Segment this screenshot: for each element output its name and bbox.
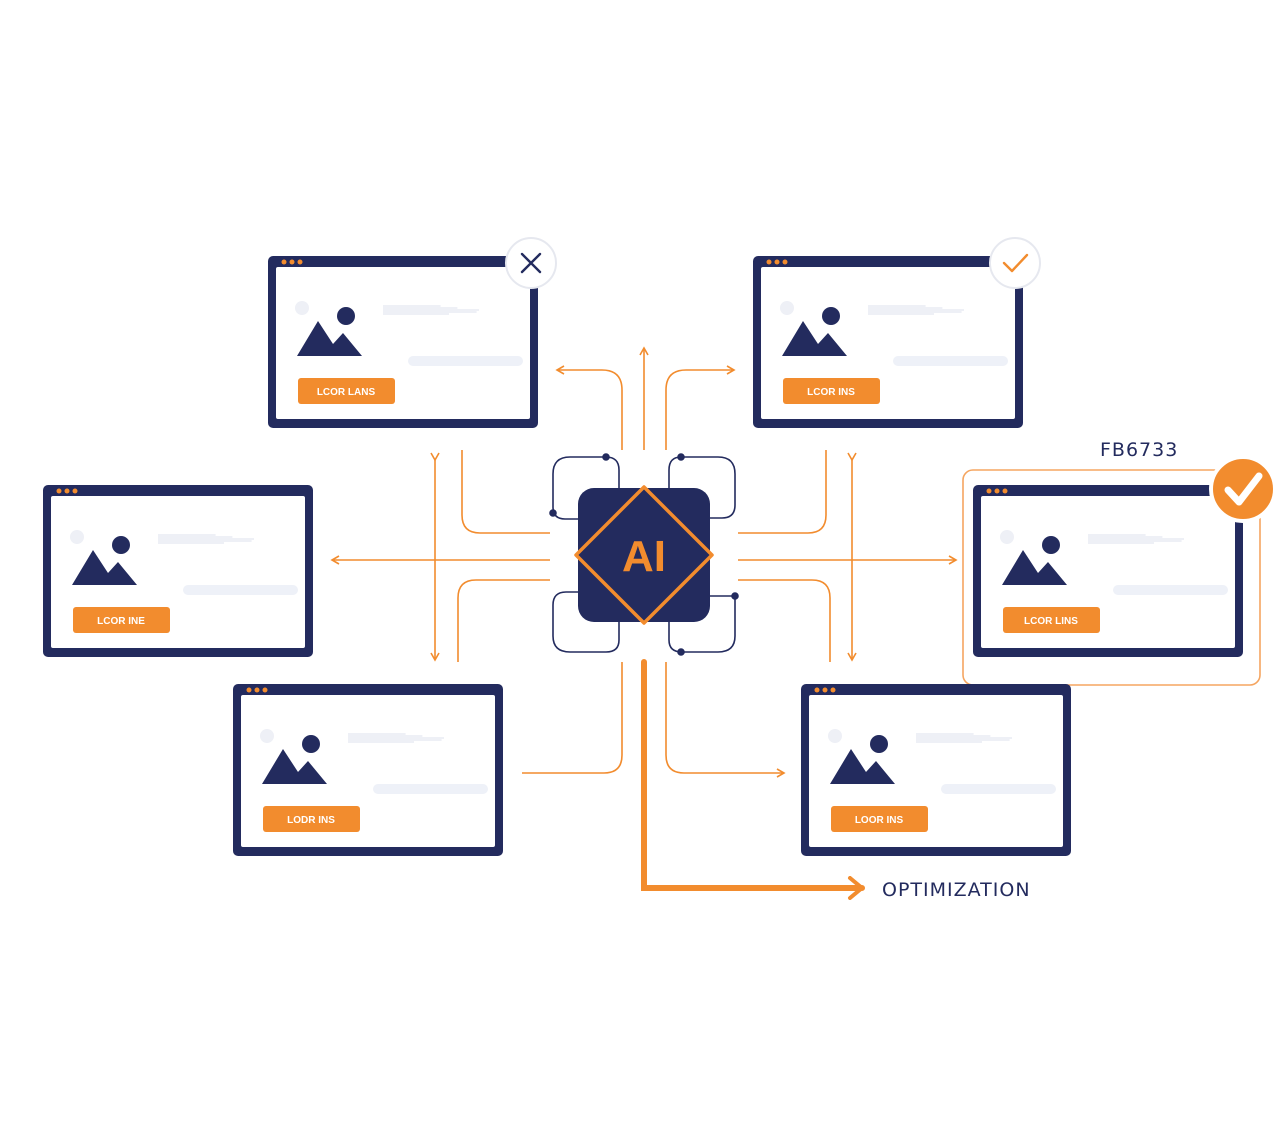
card-button-label: LCOR INE [97, 616, 145, 627]
text-placeholder-lines [1088, 534, 1184, 544]
browser-card-right: LCOR LINS [973, 485, 1243, 657]
check-icon [1002, 253, 1029, 273]
window-dot-icon [297, 259, 303, 265]
placeholder-bar [893, 356, 1008, 366]
circuit-traces [549, 453, 739, 656]
browser-card-bottom-left: LODR INS [233, 684, 503, 856]
browser-card-top-right: LCOR INS [753, 256, 1023, 428]
selected-highlight-frame [962, 469, 1261, 686]
browser-card-bottom-right: LOOR INS [801, 684, 1071, 856]
placeholder-bar [183, 585, 298, 595]
window-dot-icon [289, 259, 295, 265]
window-dot-icon [822, 687, 828, 693]
window-dot-icon [254, 687, 260, 693]
check-icon [1224, 472, 1263, 506]
card-action-button[interactable]: LCOR INS [783, 378, 880, 404]
window-dot-icon [1002, 488, 1008, 494]
window-dot-icon [782, 259, 788, 265]
highlight-label: FB6733 [1100, 439, 1178, 461]
window-dot-icon [814, 687, 820, 693]
arrow-to-top-right [665, 365, 736, 450]
image-icon [1002, 536, 1067, 585]
card-button-label: LOOR INS [855, 815, 904, 826]
arrow-to-top-left [555, 365, 623, 450]
card-action-button[interactable]: LODR INS [263, 806, 360, 832]
placeholder-bar [1113, 585, 1228, 595]
window-dot-icon [774, 259, 780, 265]
ai-chip: AI [574, 485, 714, 625]
window-dot-icon [64, 488, 70, 494]
connector-lines [330, 346, 958, 900]
line-top-right-in [738, 450, 827, 534]
line-right-lower [738, 579, 831, 662]
window-dot-icon [766, 259, 772, 265]
card-action-button[interactable]: LOOR INS [831, 806, 928, 832]
image-icon [262, 735, 327, 784]
card-button-label: LCOR INS [807, 387, 855, 398]
card-button-label: LODR INS [287, 815, 335, 826]
browser-card-top-left: LCOR LANS [268, 256, 538, 428]
image-icon [72, 536, 137, 585]
card-action-button[interactable]: LCOR INE [73, 607, 170, 633]
ai-label: AI [622, 532, 666, 581]
window-dot-icon [986, 488, 992, 494]
approved-badge [989, 237, 1041, 289]
placeholder-bar [941, 784, 1056, 794]
line-left-lower [457, 579, 550, 662]
card-button-label: LCOR LINS [1024, 616, 1078, 627]
window-dot-icon [830, 687, 836, 693]
window-dot-icon [994, 488, 1000, 494]
line-to-bottom-left [522, 662, 623, 774]
window-dot-icon [281, 259, 287, 265]
selected-badge [1209, 455, 1277, 523]
close-icon [520, 252, 542, 274]
arrow-to-bottom-right [665, 662, 786, 778]
window-dot-icon [262, 687, 268, 693]
rejected-badge [505, 237, 557, 289]
text-placeholder-lines [158, 534, 254, 544]
text-placeholder-lines [916, 733, 1012, 743]
window-dot-icon [246, 687, 252, 693]
line-top-left-in [461, 450, 550, 534]
card-action-button[interactable]: LCOR LANS [298, 378, 395, 404]
placeholder-bar [408, 356, 523, 366]
image-icon [830, 735, 895, 784]
optimization-arrow [641, 659, 866, 900]
card-action-button[interactable]: LCOR LINS [1003, 607, 1100, 633]
placeholder-bar [373, 784, 488, 794]
image-icon [782, 307, 847, 356]
text-placeholder-lines [868, 305, 964, 315]
text-placeholder-lines [348, 733, 444, 743]
window-dot-icon [56, 488, 62, 494]
image-icon [297, 307, 362, 356]
card-button-label: LCOR LANS [317, 387, 376, 398]
browser-card-left: LCOR INE [43, 485, 313, 657]
window-dot-icon [72, 488, 78, 494]
text-placeholder-lines [383, 305, 479, 315]
optimization-label: OPTIMIZATION [882, 879, 1031, 901]
